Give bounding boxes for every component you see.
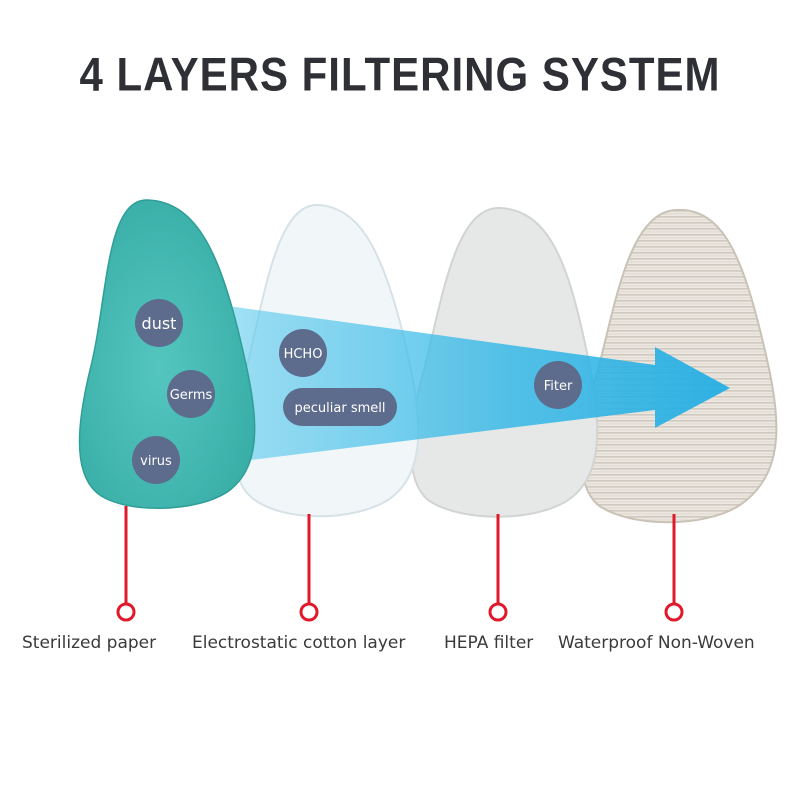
layer-label-hepa-filter: HEPA filter	[444, 633, 534, 653]
filter-label: Fiter	[544, 379, 573, 394]
layer-label-waterproof: Waterproof Non-Woven	[558, 633, 755, 653]
virus-bubble: virus	[132, 436, 180, 484]
hcho-label: HCHO	[284, 347, 323, 362]
layer-label-electrostatic-cotton: Electrostatic cotton layer	[192, 633, 406, 653]
sterilized-paper-layer-shape	[78, 199, 256, 509]
layer-label-sterilized-paper: Sterilized paper	[22, 633, 157, 653]
germs-bubble: Germs	[167, 370, 215, 418]
filter-bubble: Fiter	[534, 361, 582, 409]
peculiar-smell-bubble: peculiar smell	[283, 388, 397, 426]
dust-label: dust	[142, 314, 177, 333]
page-title: 4 LAYERS FILTERING SYSTEM	[79, 48, 721, 101]
germs-label: Germs	[170, 388, 213, 403]
hcho-bubble: HCHO	[279, 329, 327, 377]
pointer-waterproof	[664, 514, 684, 622]
virus-label: virus	[140, 454, 172, 469]
pointer-sterilized-paper	[116, 506, 136, 622]
pointer-hepa-filter	[488, 514, 508, 622]
pointer-electrostatic-cotton	[299, 514, 319, 622]
dust-bubble: dust	[135, 299, 183, 347]
peculiar-smell-label: peculiar smell	[295, 401, 386, 416]
